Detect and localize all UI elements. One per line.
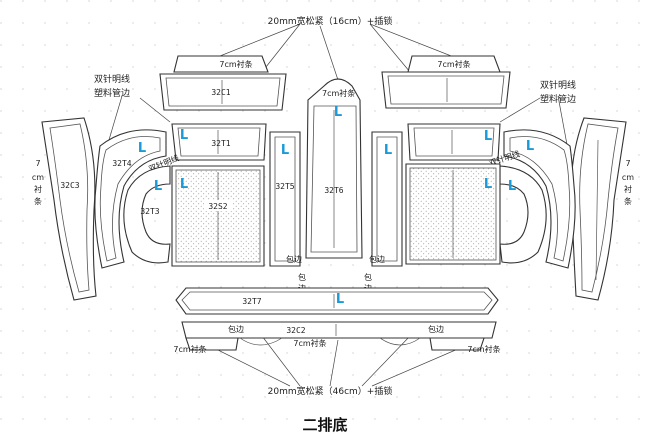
piece-label-32t5: 32T5	[275, 182, 294, 191]
double-stitch-label: 双针明线	[540, 79, 576, 91]
marker-l: L	[281, 143, 289, 158]
piece-label-32t3: 32T3	[140, 207, 159, 216]
marker-l: L	[180, 128, 188, 143]
svg-text:衬: 衬	[34, 184, 42, 194]
binding-label: 包边	[369, 254, 385, 264]
marker-l: L	[484, 129, 492, 144]
binding-label-split: 包	[298, 272, 306, 282]
piece-32c1: 7cm衬条 32C1	[159, 55, 287, 111]
strip-7cm-label-center: 7cm衬条	[322, 88, 355, 98]
piece-32t3-mirror: L	[499, 165, 547, 264]
side-strip-note-left: 7 cm 衬 条	[32, 159, 44, 206]
svg-text:cm: cm	[622, 173, 634, 182]
piece-32c2: 32C2 包边 包边 7cm衬条 7cm衬条 7cm衬条	[173, 321, 501, 354]
svg-text:条: 条	[624, 196, 632, 206]
plastic-pipe-label: 塑料管边	[94, 87, 130, 99]
binding-label: 包边	[228, 324, 244, 334]
piece-label-32c1: 32C1	[211, 88, 230, 97]
piece-32s2: L 32S2	[171, 165, 265, 267]
piece-32t3: 32T3 L	[123, 165, 171, 264]
piece-32t5-mirror: L	[371, 131, 403, 267]
marker-l: L	[484, 177, 492, 192]
svg-text:7: 7	[625, 159, 630, 168]
marker-l: L	[384, 143, 392, 158]
bottom-closure-note: 20mm宽松紧（46cm）+插锁	[268, 385, 393, 397]
svg-text:cm: cm	[32, 173, 44, 182]
piece-label-32s2: 32S2	[208, 202, 227, 211]
marker-l: L	[526, 139, 534, 154]
piece-label-32t1: 32T1	[211, 139, 230, 148]
marker-l: L	[154, 179, 162, 194]
strip-7cm-label-bottom: 7cm衬条	[173, 344, 206, 354]
piece-32t7: L 32T7	[175, 287, 499, 315]
binding-label: 包边	[286, 254, 302, 264]
diagram-caption: 二排底	[302, 416, 347, 434]
plastic-pipe-label: 塑料管边	[540, 93, 576, 105]
strip-7cm-label-right: 7cm衬条	[437, 59, 470, 69]
top-closure-note: 20mm宽松紧（16cm）+插锁	[268, 15, 393, 27]
piece-32s2-mirror: L	[405, 163, 501, 265]
piece-label-32t7: 32T7	[242, 297, 261, 306]
strip-7cm-label-bottom: 7cm衬条	[467, 344, 500, 354]
strip-7cm-label-bottom: 7cm衬条	[293, 338, 326, 348]
piece-32t1-mirror: L	[407, 123, 501, 161]
piece-32c1-mirror: 7cm衬条	[381, 55, 511, 109]
svg-text:条: 条	[34, 196, 42, 206]
piece-label-32c3: 32C3	[60, 181, 79, 190]
svg-text:衬: 衬	[624, 184, 632, 194]
piece-32t5: L 32T5	[269, 131, 301, 267]
binding-label-split: 包	[364, 272, 372, 282]
marker-l: L	[180, 177, 188, 192]
marker-l: L	[138, 141, 146, 156]
marker-l: L	[508, 179, 516, 194]
svg-text:7: 7	[35, 159, 40, 168]
marker-l: L	[334, 105, 342, 120]
piece-label-32c2: 32C2	[286, 326, 305, 335]
piece-32c3: 32C3	[41, 117, 97, 301]
piece-label-32t4: 32T4	[112, 159, 131, 168]
piece-label-32t6: 32T6	[324, 186, 343, 195]
strip-7cm-label: 7cm衬条	[219, 59, 252, 69]
double-stitch-label: 双针明线	[94, 73, 130, 85]
side-strip-note-right: 7 cm 衬 条	[622, 159, 634, 206]
piece-32t6: 7cm衬条 L 32T6	[305, 78, 363, 259]
binding-label: 包边	[428, 324, 444, 334]
piece-32t1: L 32T1	[171, 123, 267, 161]
marker-l: L	[336, 292, 344, 307]
